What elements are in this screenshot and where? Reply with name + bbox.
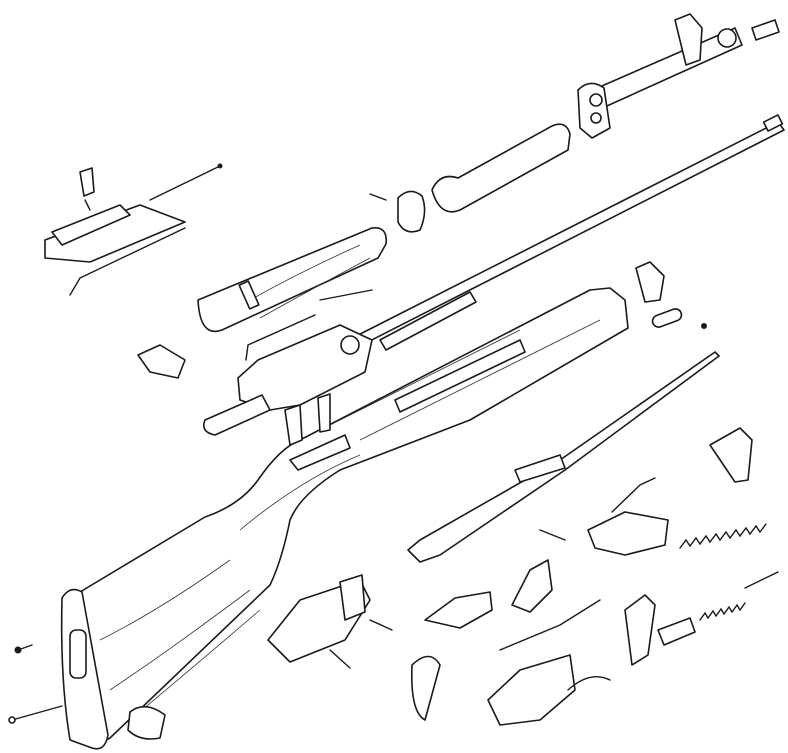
receiver: [202, 324, 373, 446]
trigger-parts: [410, 427, 753, 726]
bolt: [137, 344, 186, 379]
trigger-housing: [267, 574, 393, 669]
handguard-ferrule: [397, 190, 426, 233]
rear-sight-parts: [44, 163, 223, 296]
stock: [79, 287, 629, 745]
stacking-swivel: [635, 261, 707, 329]
plunger-rod: [744, 571, 779, 589]
follower-rod: [245, 289, 373, 361]
ferrule-pin: [369, 193, 387, 201]
sling-swivel: [127, 705, 166, 740]
hammer-spring: [699, 602, 746, 621]
butt-plate: [60, 588, 109, 750]
operating-rod-spring: [679, 523, 767, 549]
buttplate-screws: [8, 644, 63, 724]
operating-rod: [407, 351, 720, 563]
rear-handguard: [197, 227, 388, 333]
front-handguard: [431, 123, 571, 213]
gas-cylinder: [577, 13, 780, 139]
